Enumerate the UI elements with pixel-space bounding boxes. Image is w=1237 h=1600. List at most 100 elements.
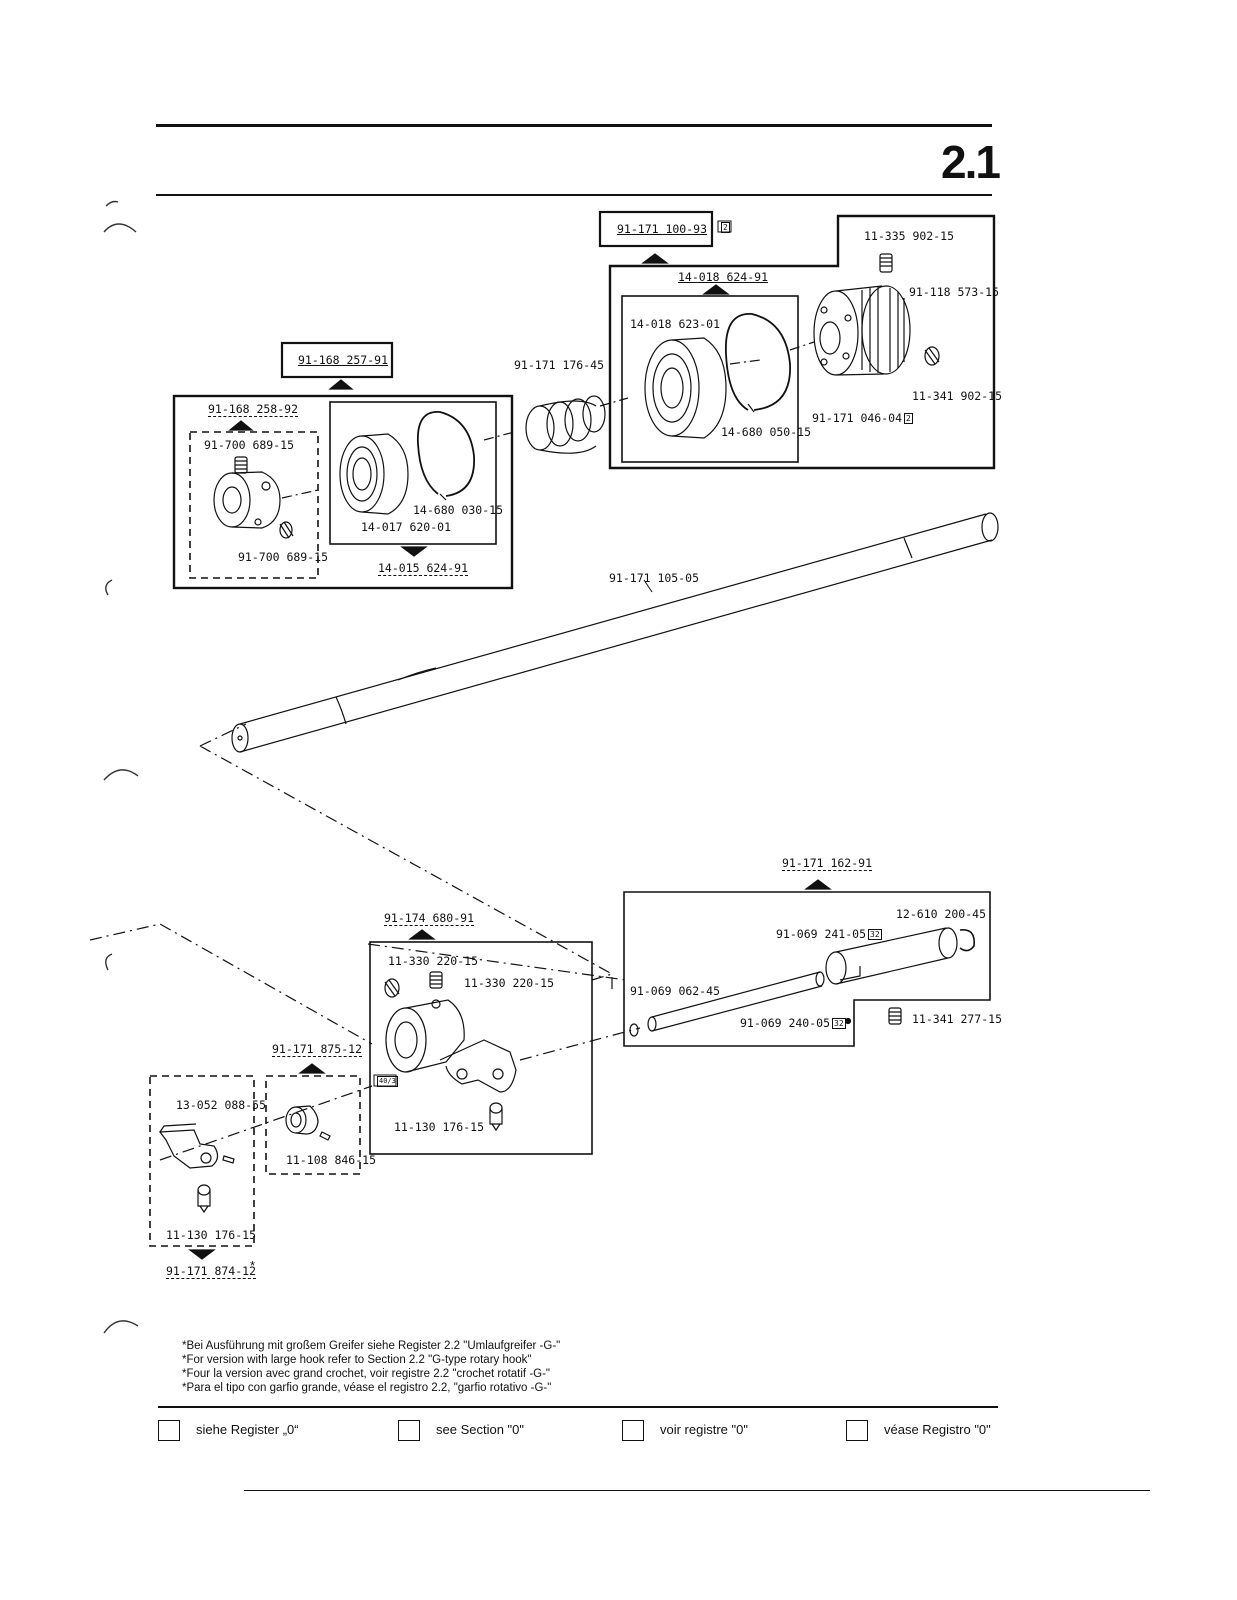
cap-screw-part — [197, 1184, 211, 1214]
part-label: 11-108 846-15 — [286, 1153, 377, 1167]
group-box-91-168-257-91 — [172, 394, 514, 590]
group-box-91-174-680-91 — [369, 941, 593, 1155]
part-label: 13-052 088-55 — [176, 1098, 267, 1112]
part-label: 91-171 100-93 — [617, 222, 708, 236]
rod-part — [647, 971, 825, 1032]
group-box-91-168-258-92 — [189, 431, 319, 579]
group-box-91-171-100-93 — [608, 214, 996, 470]
group-box-14-015-624-91 — [329, 401, 497, 545]
notes-block: *Bei Ausführung mit großem Greifer siehe… — [182, 1339, 560, 1395]
set-screw-part — [879, 253, 893, 273]
part-label: 14-018 623-01 — [630, 317, 721, 331]
ref-box-icon — [846, 1420, 868, 1441]
asterisk-mark: * — [250, 1258, 256, 1273]
ball-bearing-part — [644, 337, 727, 439]
group-box-14-018-624-91 — [621, 295, 799, 463]
ref-badge: 2 — [904, 413, 913, 424]
note-en: *For version with large hook refer to Se… — [182, 1354, 532, 1366]
toothed-pulley-part — [813, 285, 911, 376]
arrow-up-icon — [328, 379, 354, 390]
arrow-up-icon — [228, 420, 254, 431]
ref-badge: 2 — [721, 222, 730, 233]
hook-driver-part — [158, 1123, 219, 1169]
top-rule — [156, 124, 992, 127]
part-label: 14-680 050-15 — [721, 425, 812, 439]
arrow-down-icon — [188, 1249, 216, 1260]
legend-de: siehe Register „0“ — [158, 1420, 299, 1441]
retaining-ring-part — [959, 929, 976, 952]
ref-badge: 40/3 — [377, 1076, 398, 1087]
part-label: 14-018 624-91 — [678, 270, 769, 284]
set-screw-part — [234, 456, 248, 474]
group-box-91-171-162-91 — [623, 891, 991, 1047]
set-screw-part — [384, 978, 400, 998]
set-screw-part — [888, 1007, 902, 1025]
part-label: 11-341 902-15 — [912, 389, 1003, 403]
set-screw-part — [279, 521, 294, 539]
part-label: 91-069 062-45 — [630, 984, 721, 998]
part-label: 91-700 689-15 — [204, 438, 295, 452]
ref-badge: 32 — [868, 929, 882, 940]
ref-box-icon — [158, 1420, 180, 1441]
note-fr: *Four la version avec grand crochet, voi… — [182, 1368, 551, 1380]
snap-ring-part — [725, 313, 791, 413]
set-screw-part — [429, 971, 443, 989]
bottom-rule — [244, 1490, 1150, 1491]
part-label: 14-017 620-01 — [361, 520, 452, 534]
part-label: 91-171 176-45 — [514, 358, 605, 372]
note-de: *Bei Ausführung mit großem Greifer siehe… — [182, 1340, 561, 1352]
legend-es: véase Registro "0" — [846, 1420, 991, 1441]
part-label: 91-168 258-92 — [208, 402, 299, 417]
part-label: 11-130 176-15 — [166, 1228, 257, 1242]
label-box-91-168-257-91 — [280, 341, 394, 379]
part-label: 91-171 874-12 — [166, 1264, 257, 1279]
collar-part — [285, 1105, 319, 1135]
part-label: 91-700 689-15 — [238, 550, 329, 564]
note-es: *Para el tipo con garfio grande, véase e… — [182, 1382, 552, 1394]
pin-part — [222, 1155, 235, 1164]
section-number: 2.1 — [941, 136, 1001, 188]
part-label: 91-171 105-05 — [609, 571, 700, 585]
part-label: 11-341 277-15 — [912, 1012, 1003, 1026]
snap-ring-part — [417, 411, 475, 501]
arrow-up-icon — [702, 284, 730, 295]
group-box-91-171-874-12 — [149, 1075, 255, 1247]
part-label: 12-610 200-45 — [896, 907, 987, 921]
main-shaft-part — [231, 512, 999, 753]
part-label: 14-680 030-15 — [413, 503, 504, 517]
ref-box-icon — [398, 1420, 420, 1441]
part-label: 11-330 220-15 — [464, 976, 555, 990]
header-rule — [156, 194, 992, 196]
set-screw-part — [924, 346, 940, 366]
part-label: 14-015 624-91 — [378, 561, 469, 576]
arrow-up-icon — [408, 929, 436, 940]
arrow-up-icon — [641, 253, 669, 264]
pin-part — [629, 1023, 639, 1037]
part-label: 91-118 573-15 — [909, 285, 1000, 299]
arrow-up-icon — [804, 879, 832, 890]
tube-part — [825, 927, 958, 985]
part-label: 91-171 162-91 — [782, 856, 873, 871]
arrow-down-icon — [400, 546, 428, 557]
legend-en: see Section "0" — [398, 1420, 524, 1441]
ref-badge: 32 — [832, 1018, 846, 1029]
part-label: 91-168 257-91 — [298, 353, 389, 367]
legend-rule — [158, 1406, 998, 1408]
pin-part — [319, 1131, 331, 1141]
part-label: 91-174 680-91 — [384, 911, 475, 926]
ref-box-icon — [622, 1420, 644, 1441]
ball-bearing-part — [339, 433, 409, 515]
label-box-91-171-100-93 — [598, 210, 714, 248]
part-label: 11-330 220-15 — [388, 954, 479, 968]
collar-part — [213, 471, 281, 529]
arrow-up-icon — [298, 1063, 326, 1074]
part-label: 11-335 902-15 — [864, 229, 955, 243]
bellows-part — [525, 395, 606, 454]
part-label: 11-130 176-15 — [394, 1120, 485, 1134]
cap-screw-part — [489, 1102, 503, 1132]
part-label: 91-171 875-12 — [272, 1042, 363, 1057]
